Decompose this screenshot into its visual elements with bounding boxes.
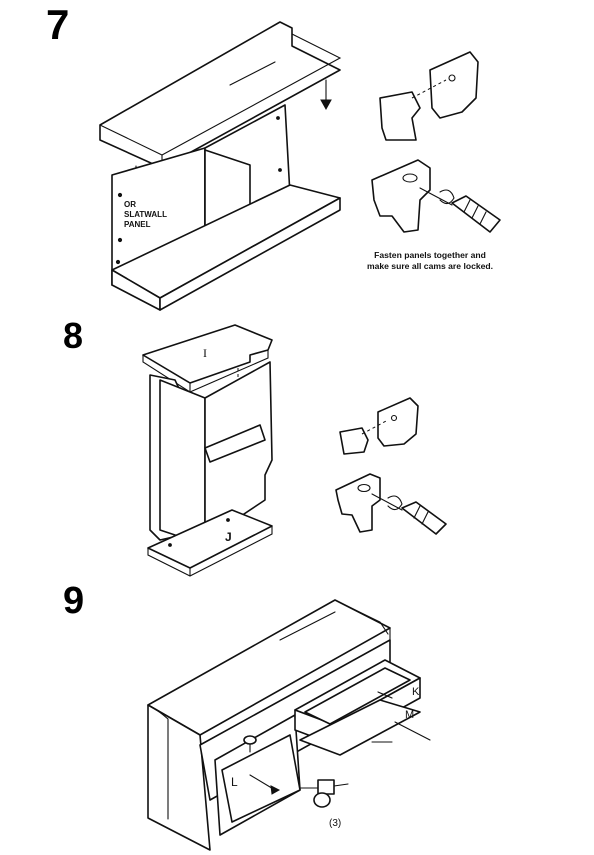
slatwall-label: OR SLATWALL PANEL [124,200,167,229]
cam-detail-step7-lower [371,159,501,233]
step-7-caption: Fasten panels together and make sure all… [366,250,494,271]
step-8-number: 8 [63,315,84,356]
step-9-number: 9 [63,580,85,622]
caster-count-label: (3) [329,818,342,829]
cam-detail-step7-upper [379,51,479,141]
shelf-l-label: L [231,775,238,789]
step-7-number: 7 [46,1,70,48]
panel-j-label: J [225,530,232,544]
panel-i-label: I [203,346,207,360]
drawer-k-label: K [412,686,420,698]
drawer-m-label: M [405,709,415,721]
